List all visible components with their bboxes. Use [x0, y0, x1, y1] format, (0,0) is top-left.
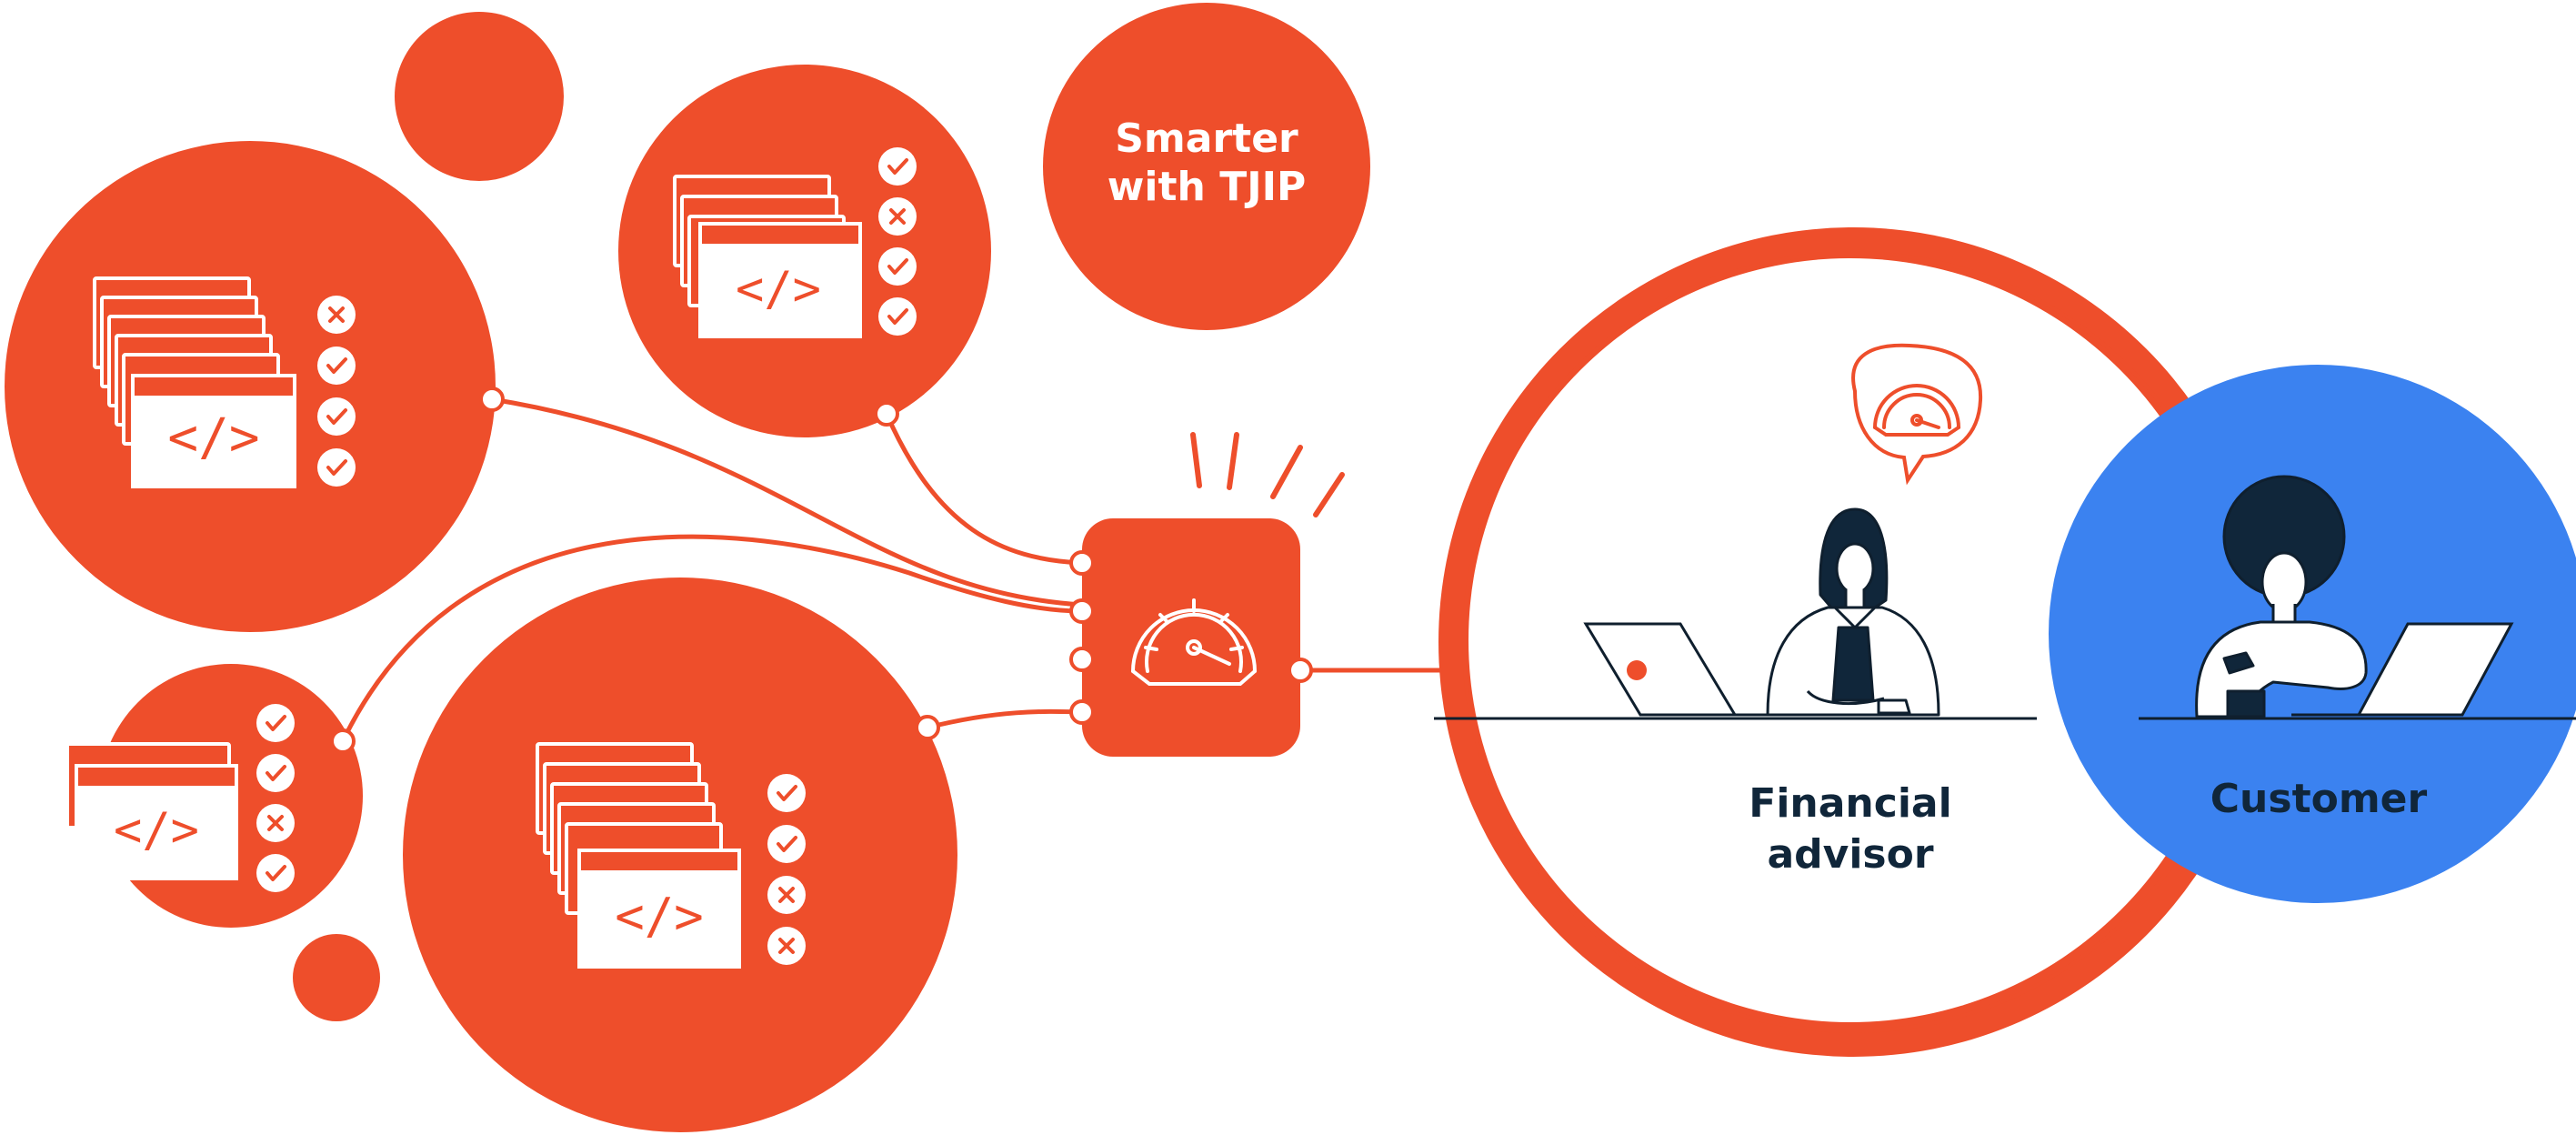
decor-circle-bottom — [293, 934, 380, 1021]
check-icon — [317, 448, 356, 487]
advisor-label-line2: advisor — [1767, 831, 1933, 878]
thought-bubble-icon — [1851, 343, 1983, 486]
code-brackets-icon: </> — [167, 408, 259, 467]
check-icon — [767, 774, 806, 812]
check-icon — [767, 825, 806, 863]
code-stack-top-left — [93, 276, 296, 488]
laptop-connector-dot — [1627, 660, 1647, 680]
code-brackets-icon: </> — [736, 262, 821, 316]
advisor-figure — [1766, 507, 1940, 717]
cross-icon — [767, 927, 806, 965]
connector-dots — [330, 387, 940, 754]
hub-port-dots — [1069, 550, 1313, 725]
decor-circle-top — [395, 12, 564, 181]
cross-icon — [317, 296, 356, 334]
smarter-circle — [1043, 3, 1370, 330]
code-stack-bottom-left — [65, 742, 238, 880]
code-brackets-icon: </> — [114, 803, 199, 858]
advisor-label-line1: Financial — [1749, 780, 1951, 827]
cross-icon — [767, 876, 806, 914]
speedometer-icon — [1131, 598, 1257, 686]
check-icon — [878, 147, 917, 186]
customer-label: Customer — [2210, 776, 2428, 822]
smarter-label-line2: with TJIP — [1108, 164, 1306, 210]
checklists — [256, 147, 917, 965]
check-icon — [878, 297, 917, 336]
smarter-label-line1: Smarter — [1115, 116, 1298, 162]
code-stack-bottom-middle — [536, 742, 741, 969]
check-icon — [317, 347, 356, 385]
code-stack-top-middle — [673, 175, 862, 338]
check-icon — [256, 704, 295, 742]
check-icon — [317, 397, 356, 436]
speedometer-hub — [1082, 518, 1300, 757]
speed-lines — [1190, 432, 1345, 517]
code-brackets-icon: </> — [615, 888, 704, 945]
check-icon — [256, 854, 295, 892]
check-icon — [256, 754, 295, 792]
check-icon — [878, 247, 917, 286]
customer-laptop — [2291, 622, 2514, 717]
cross-icon — [878, 197, 917, 236]
customer-figure — [2195, 475, 2368, 718]
cross-icon — [256, 804, 295, 842]
